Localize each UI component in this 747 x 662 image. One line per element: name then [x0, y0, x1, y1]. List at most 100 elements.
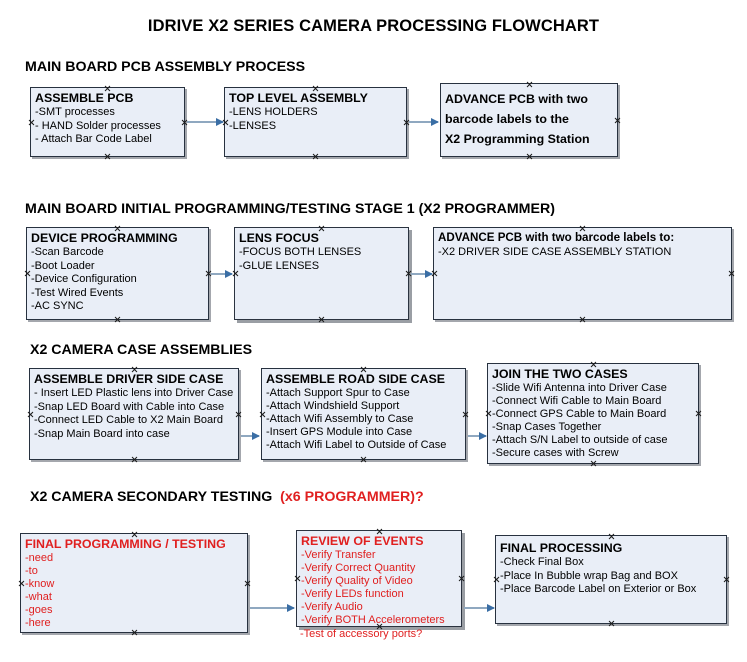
arrowhead-icon — [225, 270, 233, 278]
box-advance-pcb-driver-side-station[interactable]: ADVANCE PCB with two barcode labels to: … — [433, 227, 732, 320]
list-item: -Attach Wifi Assembly to Case — [266, 413, 414, 425]
list-item: -Connect LED Cable to X2 Main Board — [34, 414, 223, 427]
box-assemble-driver-side-case[interactable]: ASSEMBLE DRIVER SIDE CASE - Insert LED P… — [29, 368, 239, 460]
box-join-the-two-cases[interactable]: JOIN THE TWO CASES -Slide Wifi Antenna i… — [487, 363, 699, 464]
list-item: -Device Configuration — [31, 273, 137, 286]
box-assemble-pcb-content: ASSEMBLE PCB -SMT processes - HAND Solde… — [31, 88, 184, 149]
list-item: -Attach Wifi Label to Outside of Case — [266, 439, 447, 451]
arrowhead-icon — [287, 604, 295, 612]
list-item: -Attach Support Spur to Case — [266, 387, 410, 399]
box-assemble-road-side-case-title: ASSEMBLE ROAD SIDE CASE — [266, 372, 445, 386]
box-device-programming[interactable]: DEVICE PROGRAMMING -Scan Barcode -Boot L… — [26, 227, 209, 320]
list-item: -Test Wired Events — [31, 286, 124, 299]
list-item: -Attach S/N Label to outside of case — [492, 434, 668, 446]
box-assemble-driver-side-case-title: ASSEMBLE DRIVER SIDE CASE — [34, 372, 224, 386]
list-item: -GLUE LENSES — [239, 259, 320, 272]
list-item: -Place Barcode Label on Exterior or Box — [500, 583, 697, 596]
list-item: -Verify LEDs function — [301, 588, 404, 600]
resize-handle-bottom[interactable] — [318, 316, 325, 323]
box-advance-pcb-programming-station-content: ADVANCE PCB with two barcode labels to t… — [441, 84, 617, 151]
box-top-level-assembly[interactable]: TOP LEVEL ASSEMBLY -LENS HOLDERS -LENSES — [224, 87, 407, 157]
list-item: -Verify Correct Quantity — [301, 562, 416, 574]
resize-handle-bottom[interactable] — [579, 316, 586, 323]
box-advance-pcb-driver-side-station-content: ADVANCE PCB with two barcode labels to: … — [434, 228, 731, 262]
box-device-programming-content: DEVICE PROGRAMMING -Scan Barcode -Boot L… — [27, 228, 208, 316]
list-item: -FOCUS BOTH LENSES — [239, 246, 362, 258]
page-title: IDRIVE X2 SERIES CAMERA PROCESSING FLOWC… — [147, 17, 600, 35]
list-item: -goes — [25, 604, 53, 616]
connector-driver-case-to-road-case — [241, 432, 260, 440]
list-item: -Snap LED Board with Cable into Case — [34, 400, 225, 413]
box-device-programming-title: DEVICE PROGRAMMING — [31, 231, 178, 245]
arrowhead-icon — [252, 432, 260, 440]
box-assemble-driver-side-case-list: - Insert LED Plastic lens into Driver Ca… — [34, 387, 234, 441]
list-item: -Verify Quality of Video — [301, 575, 413, 587]
resize-handle-bottom[interactable] — [360, 456, 367, 463]
box-device-programming-list: -Scan Barcode -Boot Loader -Device Confi… — [31, 246, 204, 314]
section-heading-main-board-initial-programming: MAIN BOARD INITIAL PROGRAMMING/TESTING S… — [25, 201, 555, 217]
resize-handle-bottom[interactable] — [104, 153, 111, 160]
section-heading-text: X2 CAMERA SECONDARY TESTING — [30, 489, 273, 505]
resize-handle-bottom[interactable] — [526, 153, 533, 160]
arrowhead-icon — [425, 270, 433, 278]
section-heading-main-board-pcb-assembly: MAIN BOARD PCB ASSEMBLY PROCESS — [25, 59, 306, 75]
section-heading-x2-camera-case-assemblies: X2 CAMERA CASE ASSEMBLIES — [30, 342, 253, 358]
box-assemble-road-side-case[interactable]: ASSEMBLE ROAD SIDE CASE -Attach Support … — [261, 368, 466, 460]
box-final-processing-title: FINAL PROCESSING — [500, 541, 623, 555]
list-item: -Verify Transfer — [301, 549, 376, 561]
list-item: -AC SYNC — [31, 300, 84, 313]
list-item: -Verify Audio — [301, 601, 363, 613]
connector-review-events-to-final-processing — [464, 604, 495, 612]
box-assemble-pcb-list: -SMT processes - HAND Solder processes -… — [35, 106, 180, 147]
box-final-programming-testing-content: FINAL PROGRAMMING / TESTING -need -to -k… — [21, 534, 247, 632]
resize-handle-bottom[interactable] — [131, 456, 138, 463]
resize-handle-bottom[interactable] — [312, 153, 319, 160]
box-line-3: X2 Programming Station — [445, 132, 590, 146]
section-heading-x2-camera-secondary-testing: X2 CAMERA SECONDARY TESTING (x6 PROGRAMM… — [30, 489, 424, 505]
list-item: -Attach Windshield Support — [266, 400, 400, 412]
box-assemble-pcb[interactable]: ASSEMBLE PCB -SMT processes - HAND Solde… — [30, 87, 185, 157]
resize-handle-right[interactable] — [728, 270, 735, 277]
list-item: -to — [25, 565, 38, 577]
box-final-processing[interactable]: FINAL PROCESSING -Check Final Box -Place… — [495, 535, 727, 624]
box-review-of-events[interactable]: REVIEW OF EVENTS -Verify Transfer -Verif… — [296, 530, 462, 627]
list-item: -Secure cases with Screw — [492, 447, 619, 459]
list-item: -LENS HOLDERS — [229, 106, 318, 118]
box-assemble-pcb-title: ASSEMBLE PCB — [35, 91, 134, 105]
list-item: -know — [25, 578, 55, 590]
box-join-the-two-cases-title: JOIN THE TWO CASES — [492, 367, 628, 381]
box-join-the-two-cases-content: JOIN THE TWO CASES -Slide Wifi Antenna i… — [488, 364, 698, 462]
connector-top-level-to-advance-pcb — [409, 118, 439, 126]
list-item: - Attach Bar Code Label — [35, 133, 152, 146]
connector-road-case-to-join-cases — [468, 432, 487, 440]
box-review-of-events-content: REVIEW OF EVENTS -Verify Transfer -Verif… — [297, 531, 461, 629]
box-advance-pcb-driver-side-station-list: -X2 DRIVER SIDE CASE ASSEMBLY STATION — [438, 246, 727, 260]
arrowhead-icon — [479, 432, 487, 440]
list-item: -Place In Bubble wrap Bag and BOX — [500, 569, 678, 582]
list-item: -need — [25, 552, 54, 564]
resize-handle-bottom[interactable] — [114, 316, 121, 323]
box-advance-pcb-programming-station[interactable]: ADVANCE PCB with two barcode labels to t… — [440, 83, 618, 157]
box-final-programming-testing[interactable]: FINAL PROGRAMMING / TESTING -need -to -k… — [20, 533, 248, 633]
box-top-level-assembly-title: TOP LEVEL ASSEMBLY — [229, 91, 368, 105]
resize-handle-bottom[interactable] — [608, 620, 615, 627]
box-join-the-two-cases-list: -Slide Wifi Antenna into Driver Case -Co… — [492, 382, 694, 460]
list-item: -X2 DRIVER SIDE CASE ASSEMBLY STATION — [438, 246, 672, 258]
connector-device-programming-to-lens-focus — [211, 270, 233, 278]
list-item: -Connect Wifi Cable to Main Board — [492, 395, 662, 407]
list-item: -LENSES — [229, 119, 277, 132]
box-advance-pcb-driver-side-station-title: ADVANCE PCB with two barcode labels to: — [438, 231, 675, 244]
box-assemble-road-side-case-content: ASSEMBLE ROAD SIDE CASE -Attach Support … — [262, 369, 465, 454]
box-lens-focus[interactable]: LENS FOCUS -FOCUS BOTH LENSES -GLUE LENS… — [234, 227, 409, 320]
box-final-programming-testing-list: -need -to -know -what -goes -here — [25, 552, 243, 630]
connector-lens-focus-to-advance-pcb-driver — [411, 270, 433, 278]
section-heading-accent: (x6 PROGRAMMER)? — [280, 489, 424, 505]
box-review-of-events-overflow-item: -Test of accessory ports? — [300, 628, 423, 640]
list-item: -Verify BOTH Accelerometers — [301, 614, 445, 626]
connector-assemble-pcb-to-top-level — [187, 118, 224, 126]
list-item: -Connect GPS Cable to Main Board — [492, 408, 667, 420]
box-lens-focus-content: LENS FOCUS -FOCUS BOTH LENSES -GLUE LENS… — [235, 228, 408, 275]
arrowhead-icon — [487, 604, 495, 612]
arrowhead-icon — [431, 118, 439, 126]
